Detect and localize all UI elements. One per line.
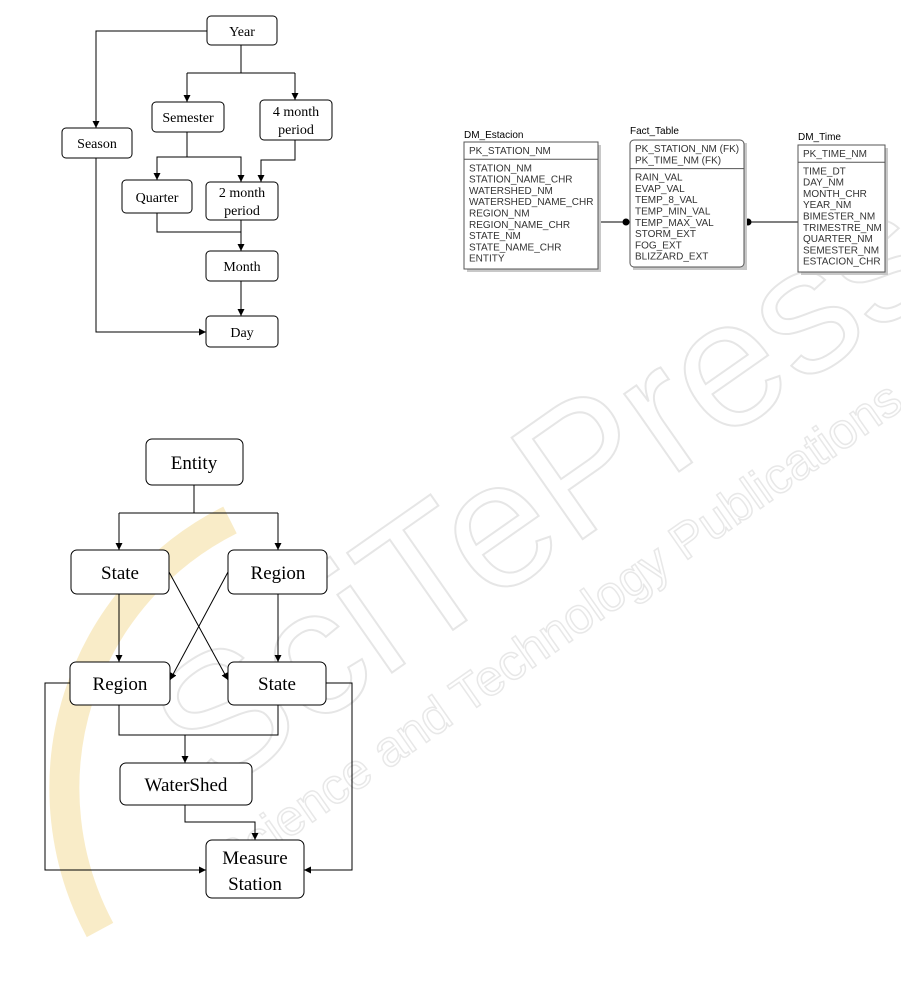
node-region-top: Region [227, 549, 328, 595]
edge-year-split [187, 45, 295, 74]
node-4-month-period: 4 month period [259, 99, 333, 141]
er-key-field: PK_TIME_NM (FK) [635, 155, 721, 166]
node-region-top-label: Region [251, 563, 306, 584]
node-day-label: Day [230, 326, 253, 341]
node-watershed-label: WaterShed [145, 775, 228, 796]
er-attribute-field: TRIMESTRE_NM [803, 223, 882, 234]
er-attribute-field: BLIZZARD_EXT [635, 252, 708, 263]
er-table-box [629, 139, 745, 268]
edge-watershed-station [184, 805, 259, 840]
er-table-title: DM_Estacion [464, 130, 523, 141]
node-month-label: Month [223, 260, 260, 275]
er-table-box [463, 141, 599, 270]
geo-hierarchy-diagram: Entity State Region Region State WaterSh… [44, 438, 353, 899]
er-table-box [797, 144, 886, 273]
er-attribute-field: EVAP_VAL [635, 184, 685, 195]
relation-estacion-fact-dot [622, 218, 630, 226]
node-state-top-label: State [101, 563, 139, 584]
er-attribute-field: STATE_NM [469, 231, 521, 242]
er-key-field: PK_STATION_NM (FK) [635, 144, 739, 155]
edge-entity-split [119, 485, 278, 514]
er-attribute-field: DAY_NM [803, 178, 844, 189]
edge-region-bottom-watershed [118, 705, 279, 736]
edge-region-station [44, 682, 206, 874]
node-entity-label: Entity [171, 453, 218, 474]
er-attribute-field: ENTITY [469, 254, 505, 265]
er-attribute-field: TIME_DT [803, 166, 846, 177]
er-table-title: Fact_Table [630, 126, 679, 137]
er-key-field: PK_TIME_NM [803, 149, 867, 160]
er-attribute-field: TEMP_MAX_VAL [635, 218, 714, 229]
er-attribute-field: WATERSHED_NAME_CHR [469, 197, 593, 208]
node-semester: Semester [151, 101, 225, 133]
time-hierarchy-diagram: Year Season Semester 4 month period Quar… [61, 15, 333, 348]
edge-year-season [92, 30, 207, 128]
node-watershed: WaterShed [119, 762, 253, 806]
edge-region-cross-region [169, 571, 229, 681]
node-region-bottom: Region [69, 661, 171, 706]
node-year: Year [206, 15, 278, 46]
node-season: Season [61, 127, 133, 159]
edge-semester-2month [187, 156, 245, 182]
er-attribute-field: WATERSHED_NM [469, 186, 553, 197]
er-attribute-field: SEMESTER_NM [803, 245, 879, 256]
node-2-month-period: 2 month period [205, 181, 279, 221]
er-attribute-field: REGION_NM [469, 209, 530, 220]
node-month: Month [205, 250, 279, 282]
node-state-top: State [70, 549, 170, 595]
node-2-month-line2: period [224, 204, 260, 219]
node-measure-station: Measure Station [205, 839, 305, 899]
edge-semester-quarter [153, 132, 188, 180]
er-attribute-field: STATION_NAME_CHR [469, 175, 573, 186]
edge-state-station [304, 682, 353, 874]
er-attribute-field: STATE_NAME_CHR [469, 242, 561, 253]
node-season-label: Season [77, 137, 117, 152]
edge-quarter-month [156, 213, 241, 233]
er-attribute-field: RAIN_VAL [635, 173, 683, 184]
node-state-bottom-label: State [258, 674, 296, 695]
node-4-month-line1: 4 month [273, 105, 319, 120]
node-quarter-label: Quarter [136, 191, 179, 206]
node-day: Day [205, 315, 279, 348]
node-4-month-line2: period [278, 123, 314, 138]
er-attribute-field: QUARTER_NM [803, 234, 873, 245]
er-attribute-field: STORM_EXT [635, 229, 696, 240]
node-entity: Entity [145, 438, 244, 486]
node-2-month-line1: 2 month [219, 186, 265, 201]
er-attribute-field: FOG_EXT [635, 240, 682, 251]
er-attribute-field: YEAR_NM [803, 200, 851, 211]
node-state-bottom: State [227, 661, 327, 706]
er-attribute-field: REGION_NAME_CHR [469, 220, 570, 231]
node-measure-line1: Measure [222, 848, 287, 869]
node-year-label: Year [229, 25, 255, 40]
node-semester-label: Semester [162, 111, 214, 126]
er-attribute-field: BIMESTER_NM [803, 212, 875, 223]
er-attribute-field: ESTACION_CHR [803, 257, 881, 268]
er-key-field: PK_STATION_NM [469, 146, 551, 157]
edge-4month-2month [257, 140, 296, 182]
er-attribute-field: MONTH_CHR [803, 189, 867, 200]
er-attribute-field: TEMP_8_VAL [635, 195, 698, 206]
er-attribute-field: STATION_NM [469, 163, 532, 174]
node-region-bottom-label: Region [93, 674, 148, 695]
er-attribute-field: TEMP_MIN_VAL [635, 207, 711, 218]
node-measure-line2: Station [228, 874, 282, 895]
node-quarter: Quarter [121, 179, 193, 214]
er-table-title: DM_Time [798, 132, 841, 143]
edge-season-day [95, 158, 206, 336]
